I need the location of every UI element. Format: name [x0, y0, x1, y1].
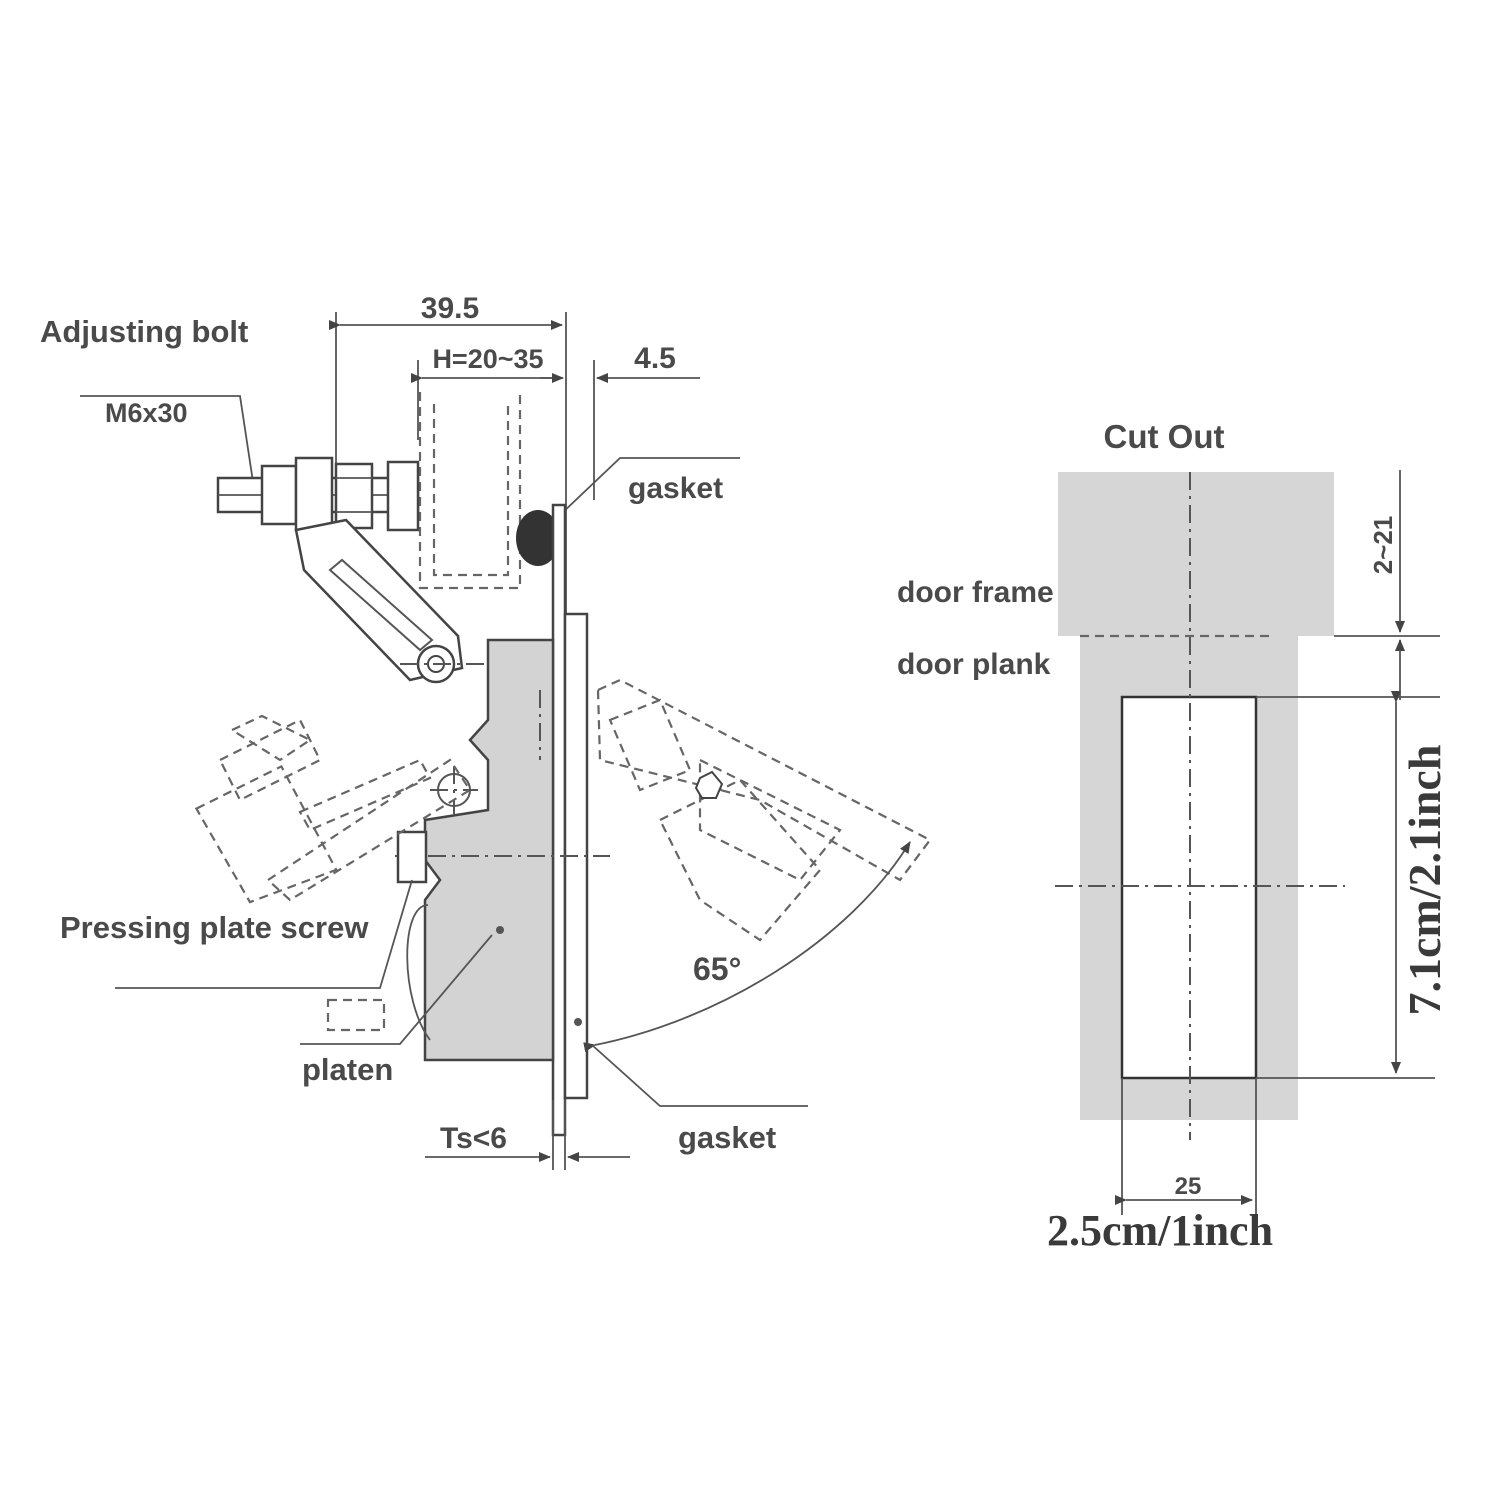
- dimension-4-5: [540, 360, 700, 500]
- adjusting-bolt-label: Adjusting bolt: [40, 314, 248, 349]
- door-frame-area: [1058, 472, 1334, 636]
- dim-height-label: 7.1cm/2.1inch: [1399, 745, 1450, 1016]
- door-panel: [551, 503, 589, 1137]
- gasket-bottom-label: gasket: [678, 1120, 776, 1155]
- dim-height-range-label: H=20~35: [432, 344, 543, 374]
- platen-leader: [300, 934, 493, 1045]
- arm-open-position-right: [596, 678, 932, 942]
- bolt-leader-line: [80, 395, 256, 496]
- lock-body: [423, 638, 555, 1062]
- gasket-top-shape: [516, 510, 560, 566]
- dimension-width: [1115, 1078, 1257, 1215]
- dimension-2-21: [1334, 470, 1440, 700]
- dim-width-label-cm: 2.5cm/1inch: [1047, 1206, 1273, 1255]
- dim-width-label: 39.5: [421, 292, 479, 325]
- cut-out-view: Cut Out door frame door plank 2~21 7.1cm…: [897, 418, 1450, 1255]
- pressing-plate-screw-label: Pressing plate screw: [60, 910, 369, 945]
- dim-offset-label: 4.5: [634, 342, 676, 375]
- thickness-label: Ts<6: [440, 1122, 507, 1155]
- arm-open-position-left: [194, 714, 472, 904]
- gasket-top-label: gasket: [628, 472, 723, 505]
- door-plank-label: door plank: [897, 648, 1051, 681]
- dim-width-small-label: 25: [1175, 1173, 1202, 1200]
- pressing-screw-head: [396, 830, 428, 884]
- gasket-top-leader: [559, 457, 740, 516]
- bolt-size-label: M6x30: [105, 398, 188, 428]
- frame-profile-dashed: [418, 392, 522, 590]
- platen-dashed: [326, 998, 386, 1032]
- dimension-height: [1256, 691, 1440, 1079]
- cut-out-hole: [1120, 695, 1258, 1080]
- lock-side-view: 39.5 H=20~35 4.5 Adjusting bolt M6x30: [40, 292, 932, 1170]
- angle-arc: [583, 841, 911, 1053]
- dimension-thickness: [425, 1100, 630, 1170]
- dim-top-label: 2~21: [1368, 516, 1398, 575]
- cut-out-title: Cut Out: [1104, 418, 1225, 455]
- gasket-bottom-leader: [591, 1044, 808, 1107]
- pressing-screw-leader: [115, 879, 413, 989]
- door-frame-label: door frame: [897, 576, 1054, 609]
- platen-label: platen: [302, 1052, 393, 1087]
- dimension-h: [411, 360, 562, 440]
- angle-label: 65°: [693, 951, 741, 987]
- lock-arm: [294, 518, 485, 684]
- adjusting-bolt: [216, 456, 420, 532]
